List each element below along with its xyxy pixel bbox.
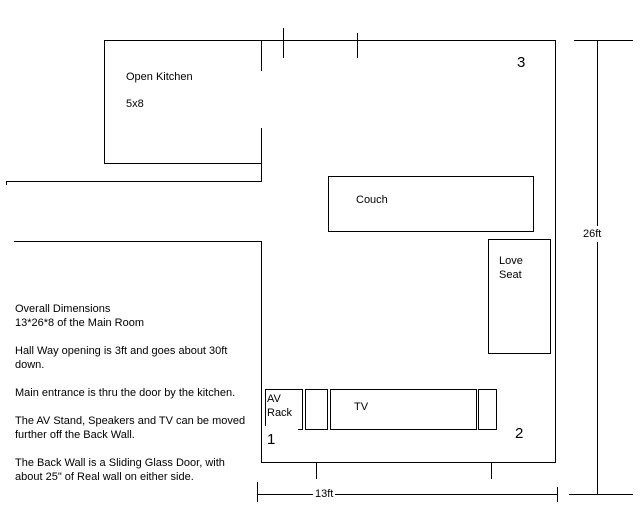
av-rack-label-line1: AV <box>267 393 281 405</box>
width-dimension-label: 13ft <box>313 488 336 500</box>
length-dimension-tick-top <box>574 40 633 41</box>
width-dimension-tick-right <box>557 487 558 502</box>
door-mark-top-left <box>283 28 284 58</box>
note-av-stand: The AV Stand, Speakers and TV can be mov… <box>15 415 246 441</box>
av-rack-right <box>302 389 303 430</box>
top-wall <box>104 40 556 41</box>
corner-marker-1: 1 <box>267 431 276 448</box>
note-entrance: Main entrance is thru the door by the ki… <box>15 387 236 399</box>
av-rack-bottom-right <box>298 429 303 430</box>
corner-marker-2: 2 <box>515 425 524 442</box>
corner-marker-3: 3 <box>517 54 526 71</box>
door-mark-top-right <box>357 33 358 58</box>
av-rack-top <box>265 389 303 390</box>
couch-label: Couch <box>356 194 388 206</box>
left-wall-lower <box>261 241 262 463</box>
note-hallway: Hall Way opening is 3ft and goes about 3… <box>15 345 228 371</box>
av-rack[interactable]: AV Rack <box>265 389 303 430</box>
kitchen-left-wall <box>104 40 105 164</box>
love-seat-label-line1: Love <box>499 255 523 267</box>
note-overall-title: Overall Dimensions <box>15 303 111 315</box>
kitchen-label: Open Kitchen <box>126 71 193 83</box>
couch[interactable]: Couch <box>328 176 534 232</box>
kitchen-bottom-wall <box>104 163 261 164</box>
length-dimension-label: 26ft <box>582 226 603 242</box>
tv[interactable]: TV <box>330 389 477 430</box>
love-seat-label-line2: Seat <box>499 269 522 281</box>
note-overall-dimensions: Overall Dimensions 13*26*8 of the Main R… <box>15 302 255 330</box>
kitchen-size-label: 5x8 <box>126 98 144 110</box>
av-rack-label-line2: Rack <box>267 407 293 419</box>
back-wall <box>261 462 556 463</box>
hallway-top-wall <box>6 181 262 182</box>
width-dimension-line <box>258 494 558 495</box>
width-dimension-tick-left <box>257 482 258 502</box>
right-wall <box>555 40 556 463</box>
speaker-right[interactable] <box>478 389 497 430</box>
av-rack-left <box>265 389 266 426</box>
hallway-top-wall-end-tick <box>6 181 7 185</box>
glass-door-mark-left <box>316 462 317 479</box>
notes-panel: Overall Dimensions 13*26*8 of the Main R… <box>15 302 255 498</box>
glass-door-mark-right <box>491 462 492 479</box>
left-wall-kitchen-segment <box>261 128 262 182</box>
note-back-wall: The Back Wall is a Sliding Glass Door, w… <box>15 457 225 483</box>
hallway-bottom-wall <box>14 241 262 242</box>
love-seat[interactable]: Love Seat <box>488 239 551 354</box>
length-dimension-line <box>597 40 598 495</box>
speaker-left[interactable] <box>305 389 328 430</box>
length-dimension-tick-bottom <box>569 494 633 495</box>
tv-label: TV <box>354 401 369 413</box>
left-wall-upper-stub <box>261 40 262 71</box>
note-overall-value: 13*26*8 of the Main Room <box>15 317 145 329</box>
